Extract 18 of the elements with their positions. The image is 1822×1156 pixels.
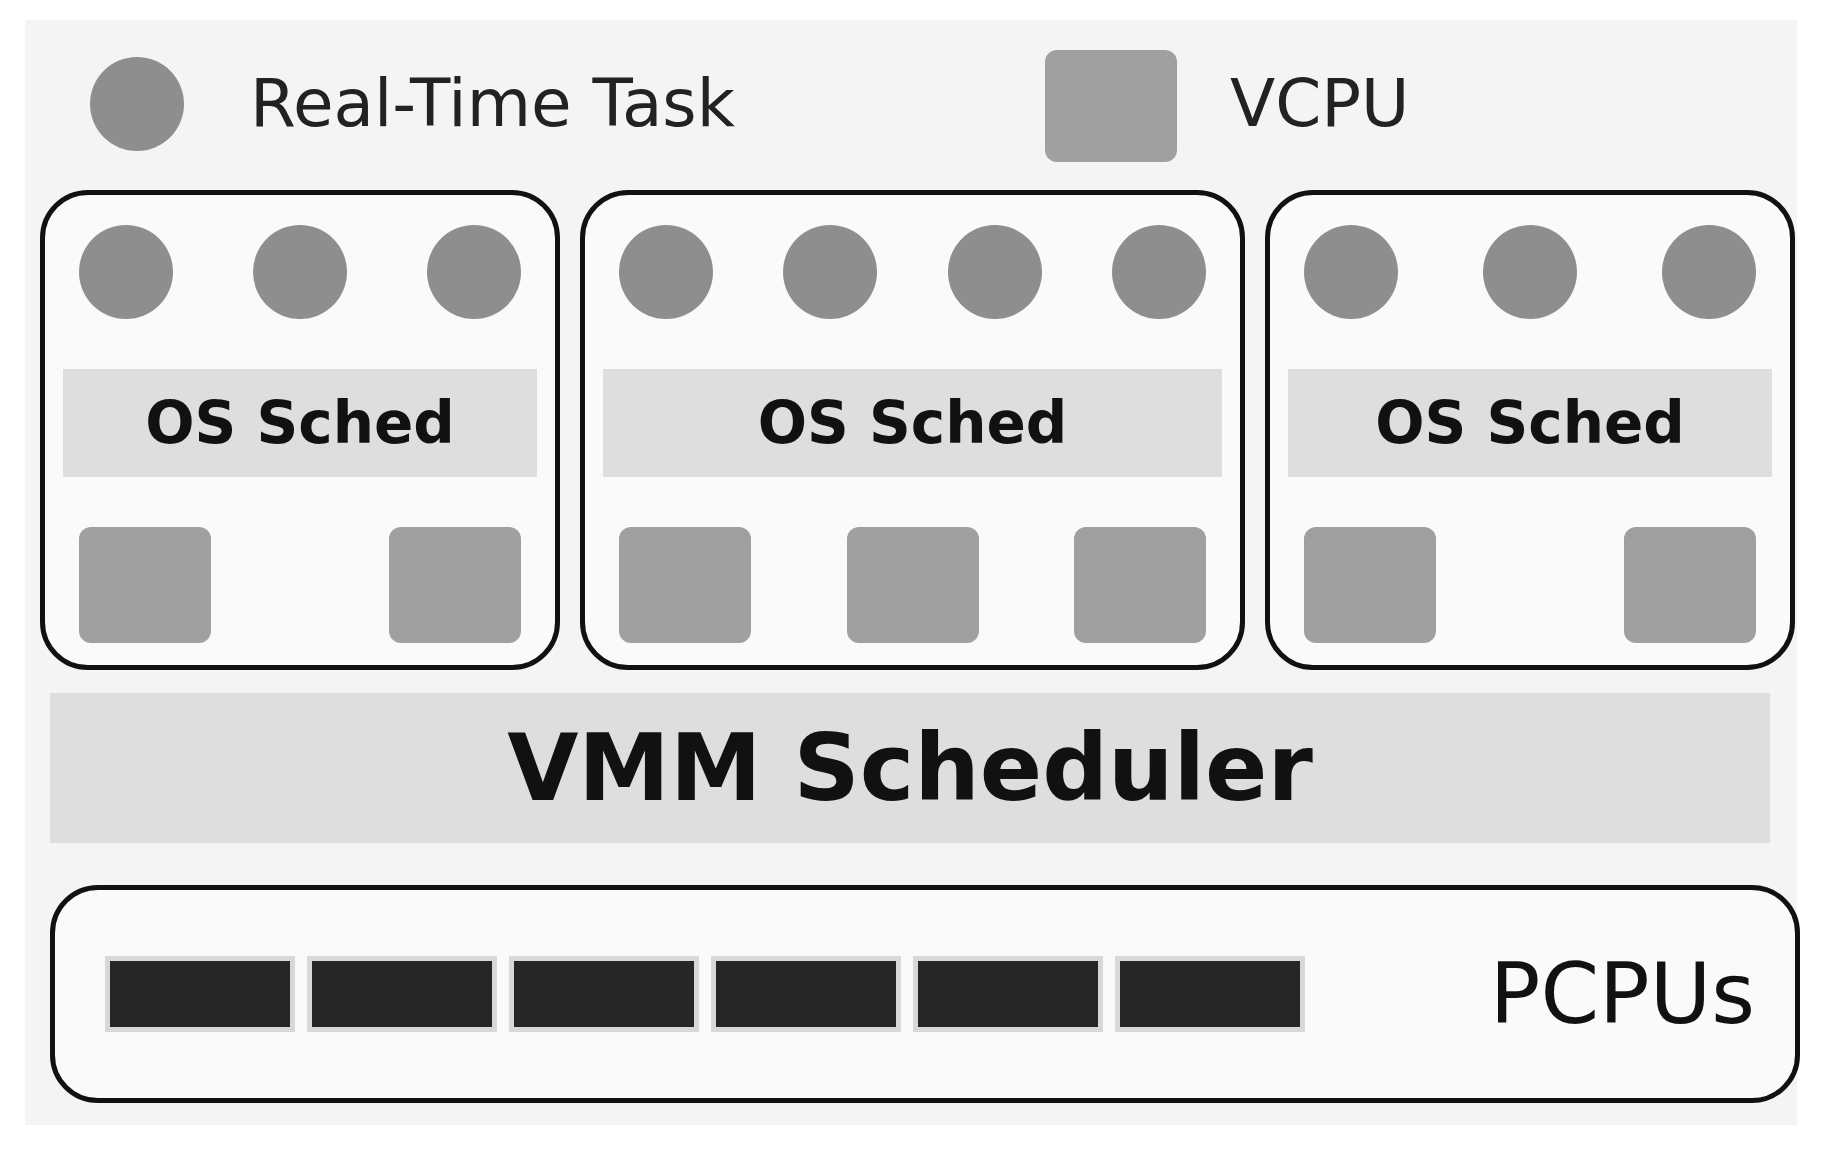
vcpu-square: [846, 527, 979, 643]
rounded-frame: [580, 190, 1245, 670]
legend-label: VCPU: [1230, 65, 1410, 142]
rounded-frame: [1265, 190, 1795, 670]
scheduler-band: OS Sched: [63, 369, 537, 477]
vcpu-square: [1304, 527, 1436, 643]
vcpu-square: [389, 527, 521, 643]
vcpu-square: [1074, 527, 1206, 643]
legend-label: Real-Time Task: [250, 65, 735, 142]
rounded-frame: [40, 190, 560, 670]
scheduler-band: OS Sched: [1288, 369, 1772, 477]
pcpus-label: PCPUs: [1489, 945, 1755, 1043]
vcpu-square: [619, 527, 751, 643]
vcpu-square: [1624, 527, 1756, 643]
vcpu-square: [79, 527, 211, 643]
rounded-frame: [50, 885, 1800, 1103]
scheduler-band: OS Sched: [603, 369, 1222, 477]
vmm-scheduler-band: VMM Scheduler: [50, 693, 1770, 843]
